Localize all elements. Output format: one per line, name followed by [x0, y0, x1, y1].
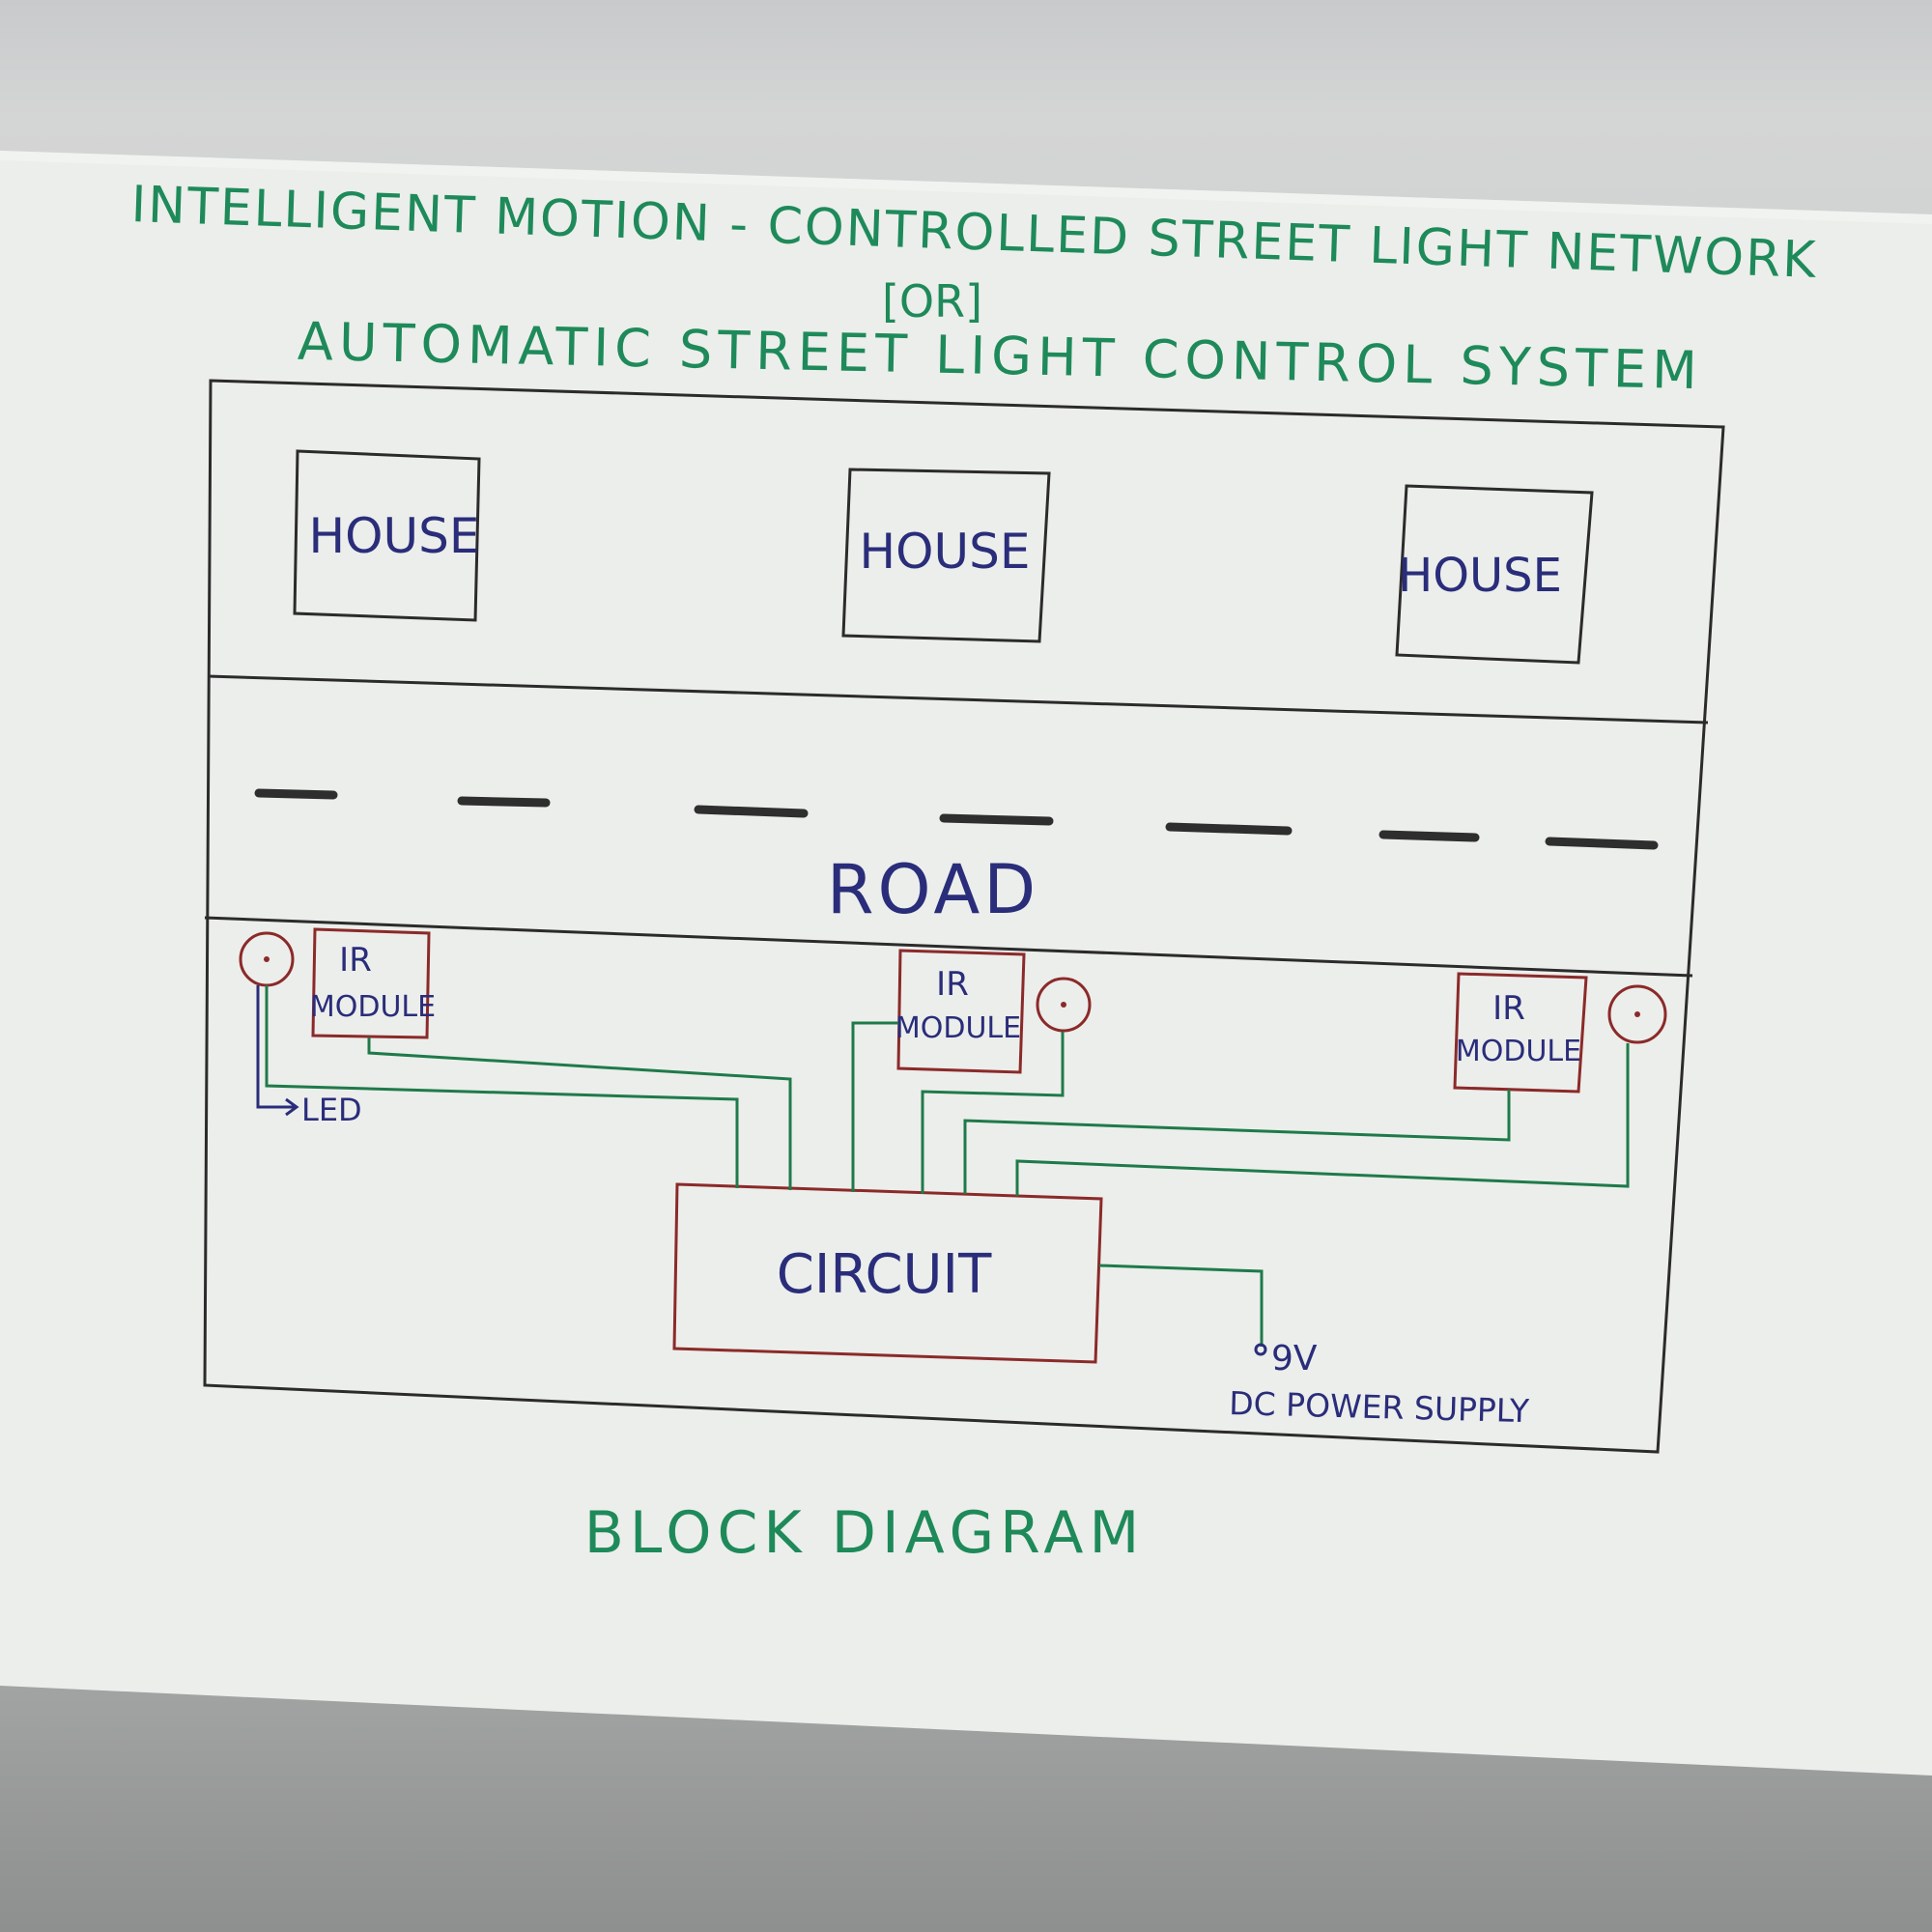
house-block-2: HOUSE — [841, 468, 1051, 643]
power-voltage: 9V — [1271, 1339, 1318, 1378]
led-icon — [1607, 984, 1667, 1044]
signal-wires — [265, 985, 1630, 1347]
ir-module-label-line1: IR — [1492, 989, 1525, 1028]
circuit-label: CIRCUIT — [777, 1243, 992, 1306]
house-label: HOUSE — [860, 524, 1031, 580]
power-supply-label: DC POWER SUPPLY — [1229, 1384, 1531, 1430]
title-line-2: [OR] — [882, 275, 982, 327]
house-block-3: HOUSE — [1395, 484, 1594, 665]
road-top-edge — [207, 674, 1709, 724]
ir-module-2: IR MODULE — [895, 949, 1026, 1074]
led-label: LED — [301, 1092, 362, 1128]
led-pointer-arrow — [256, 985, 299, 1117]
ir-module-1: IR MODULE — [310, 927, 436, 1039]
ir-module-label-line2: MODULE — [895, 1011, 1021, 1045]
house-block-1: HOUSE — [293, 449, 481, 622]
ir-module-3: IR MODULE — [1453, 972, 1588, 1094]
house-label: HOUSE — [1398, 549, 1562, 603]
ir-module-label-line1: IR — [936, 965, 969, 1004]
house-label: HOUSE — [309, 508, 480, 564]
power-terminal-icon — [1254, 1343, 1267, 1356]
paper-sheet — [0, 151, 1932, 1776]
ir-module-label-line2: MODULE — [310, 990, 436, 1024]
road-bottom-edge — [204, 916, 1693, 978]
circuit-block: CIRCUIT — [672, 1182, 1103, 1364]
led-icon — [1036, 977, 1092, 1033]
ir-module-label-line2: MODULE — [1456, 1035, 1581, 1068]
ir-module-label-line1: IR — [339, 941, 372, 980]
outer-frame — [203, 379, 1725, 1454]
diagram-caption: BLOCK DIAGRAM — [584, 1499, 1145, 1567]
road-label: ROAD — [827, 850, 1039, 929]
road-center-dashes — [254, 788, 1659, 850]
